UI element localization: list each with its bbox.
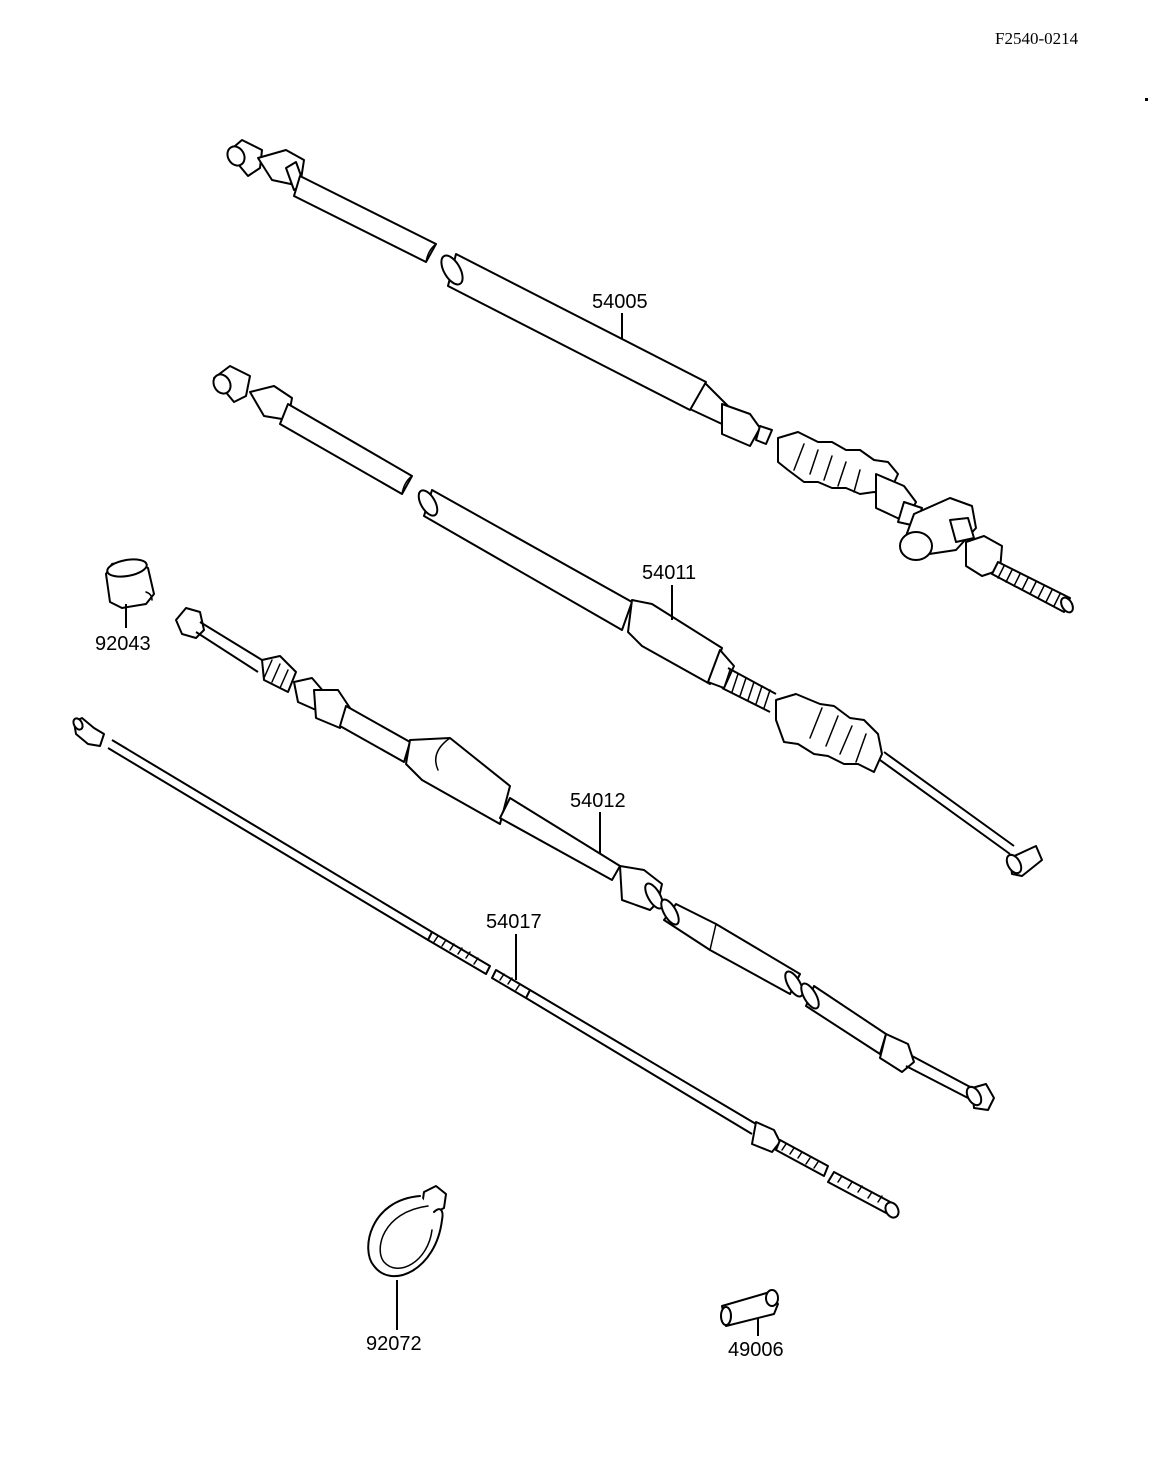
part-label-92072: 92072 [366, 1333, 422, 1355]
part-label-54012: 54012 [570, 790, 626, 812]
part-label-54011: 54011 [642, 562, 696, 584]
part-label-54005: 54005 [592, 291, 648, 313]
edge-mark [1145, 98, 1148, 101]
part-label-54017: 54017 [486, 911, 542, 933]
diagram-reference: F2540-0214 [995, 29, 1079, 48]
cable-end-49006 [720, 1289, 779, 1327]
cap-92043 [105, 558, 155, 609]
throttle-cable-54011 [212, 365, 1043, 877]
speedometer-cable-54017 [72, 717, 900, 1219]
part-label-92043: 92043 [95, 633, 151, 655]
throttle-cable-54005 [226, 139, 1074, 614]
clutch-cable-54012 [175, 607, 995, 1111]
part-label-49006: 49006 [728, 1339, 784, 1361]
band-clamp-92072 [367, 1185, 447, 1277]
